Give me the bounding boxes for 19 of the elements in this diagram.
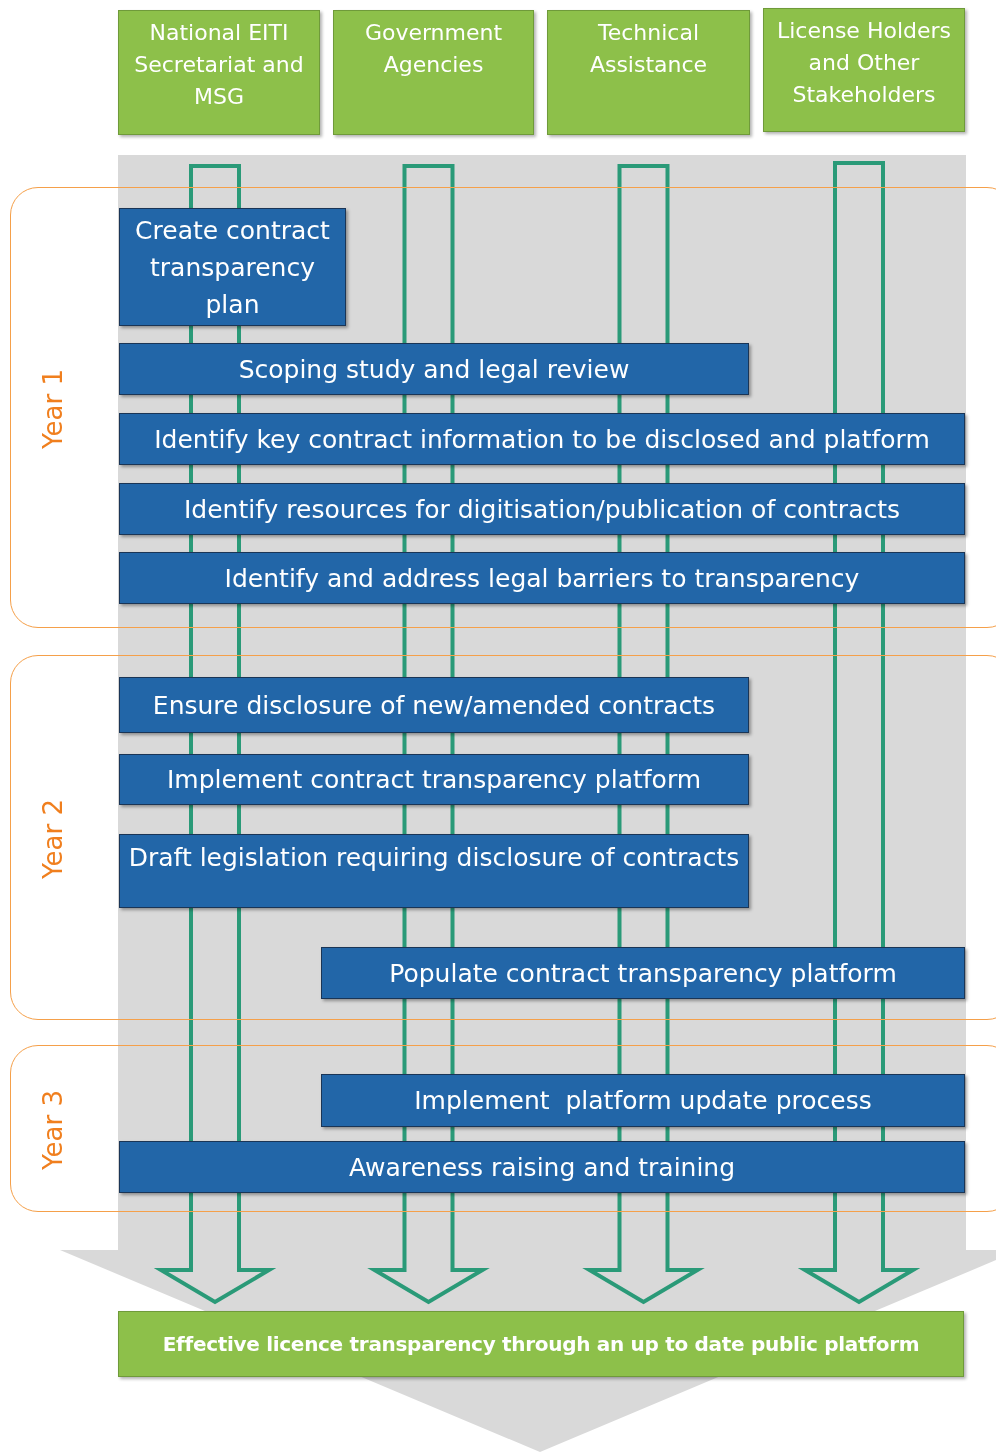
task-box: Scoping study and legal review bbox=[119, 343, 749, 395]
year-label: Year 1 bbox=[37, 368, 68, 449]
task-box: Implement platform update process bbox=[321, 1074, 965, 1127]
stakeholder-header-box: License Holders and Other Stakeholders bbox=[763, 8, 965, 132]
task-box: Identify resources for digitisation/publication of contracts bbox=[119, 483, 965, 535]
outcome-box: Effective licence transparency through an up to date public platform bbox=[118, 1311, 964, 1377]
year-label: Year 2 bbox=[37, 798, 68, 879]
year-label: Year 3 bbox=[37, 1089, 68, 1170]
task-box: Populate contract transparency platform bbox=[321, 947, 965, 999]
task-box: Ensure disclosure of new/amended contracts bbox=[119, 677, 749, 733]
task-box: Identify and address legal barriers to transparency bbox=[119, 552, 965, 604]
stakeholder-header-box: Government Agencies bbox=[333, 10, 534, 135]
task-box: Identify key contract information to be disclosed and platform bbox=[119, 413, 965, 465]
stakeholder-header-box: National EITI Secretariat and MSG bbox=[118, 10, 320, 135]
task-box: Awareness raising and training bbox=[119, 1141, 965, 1193]
task-box: Create contract transparency plan bbox=[119, 208, 346, 326]
task-box: Implement contract transparency platform bbox=[119, 754, 749, 805]
stakeholder-header-box: Technical Assistance bbox=[547, 10, 750, 135]
task-box: Draft legislation requiring disclosure of contracts bbox=[119, 834, 749, 908]
